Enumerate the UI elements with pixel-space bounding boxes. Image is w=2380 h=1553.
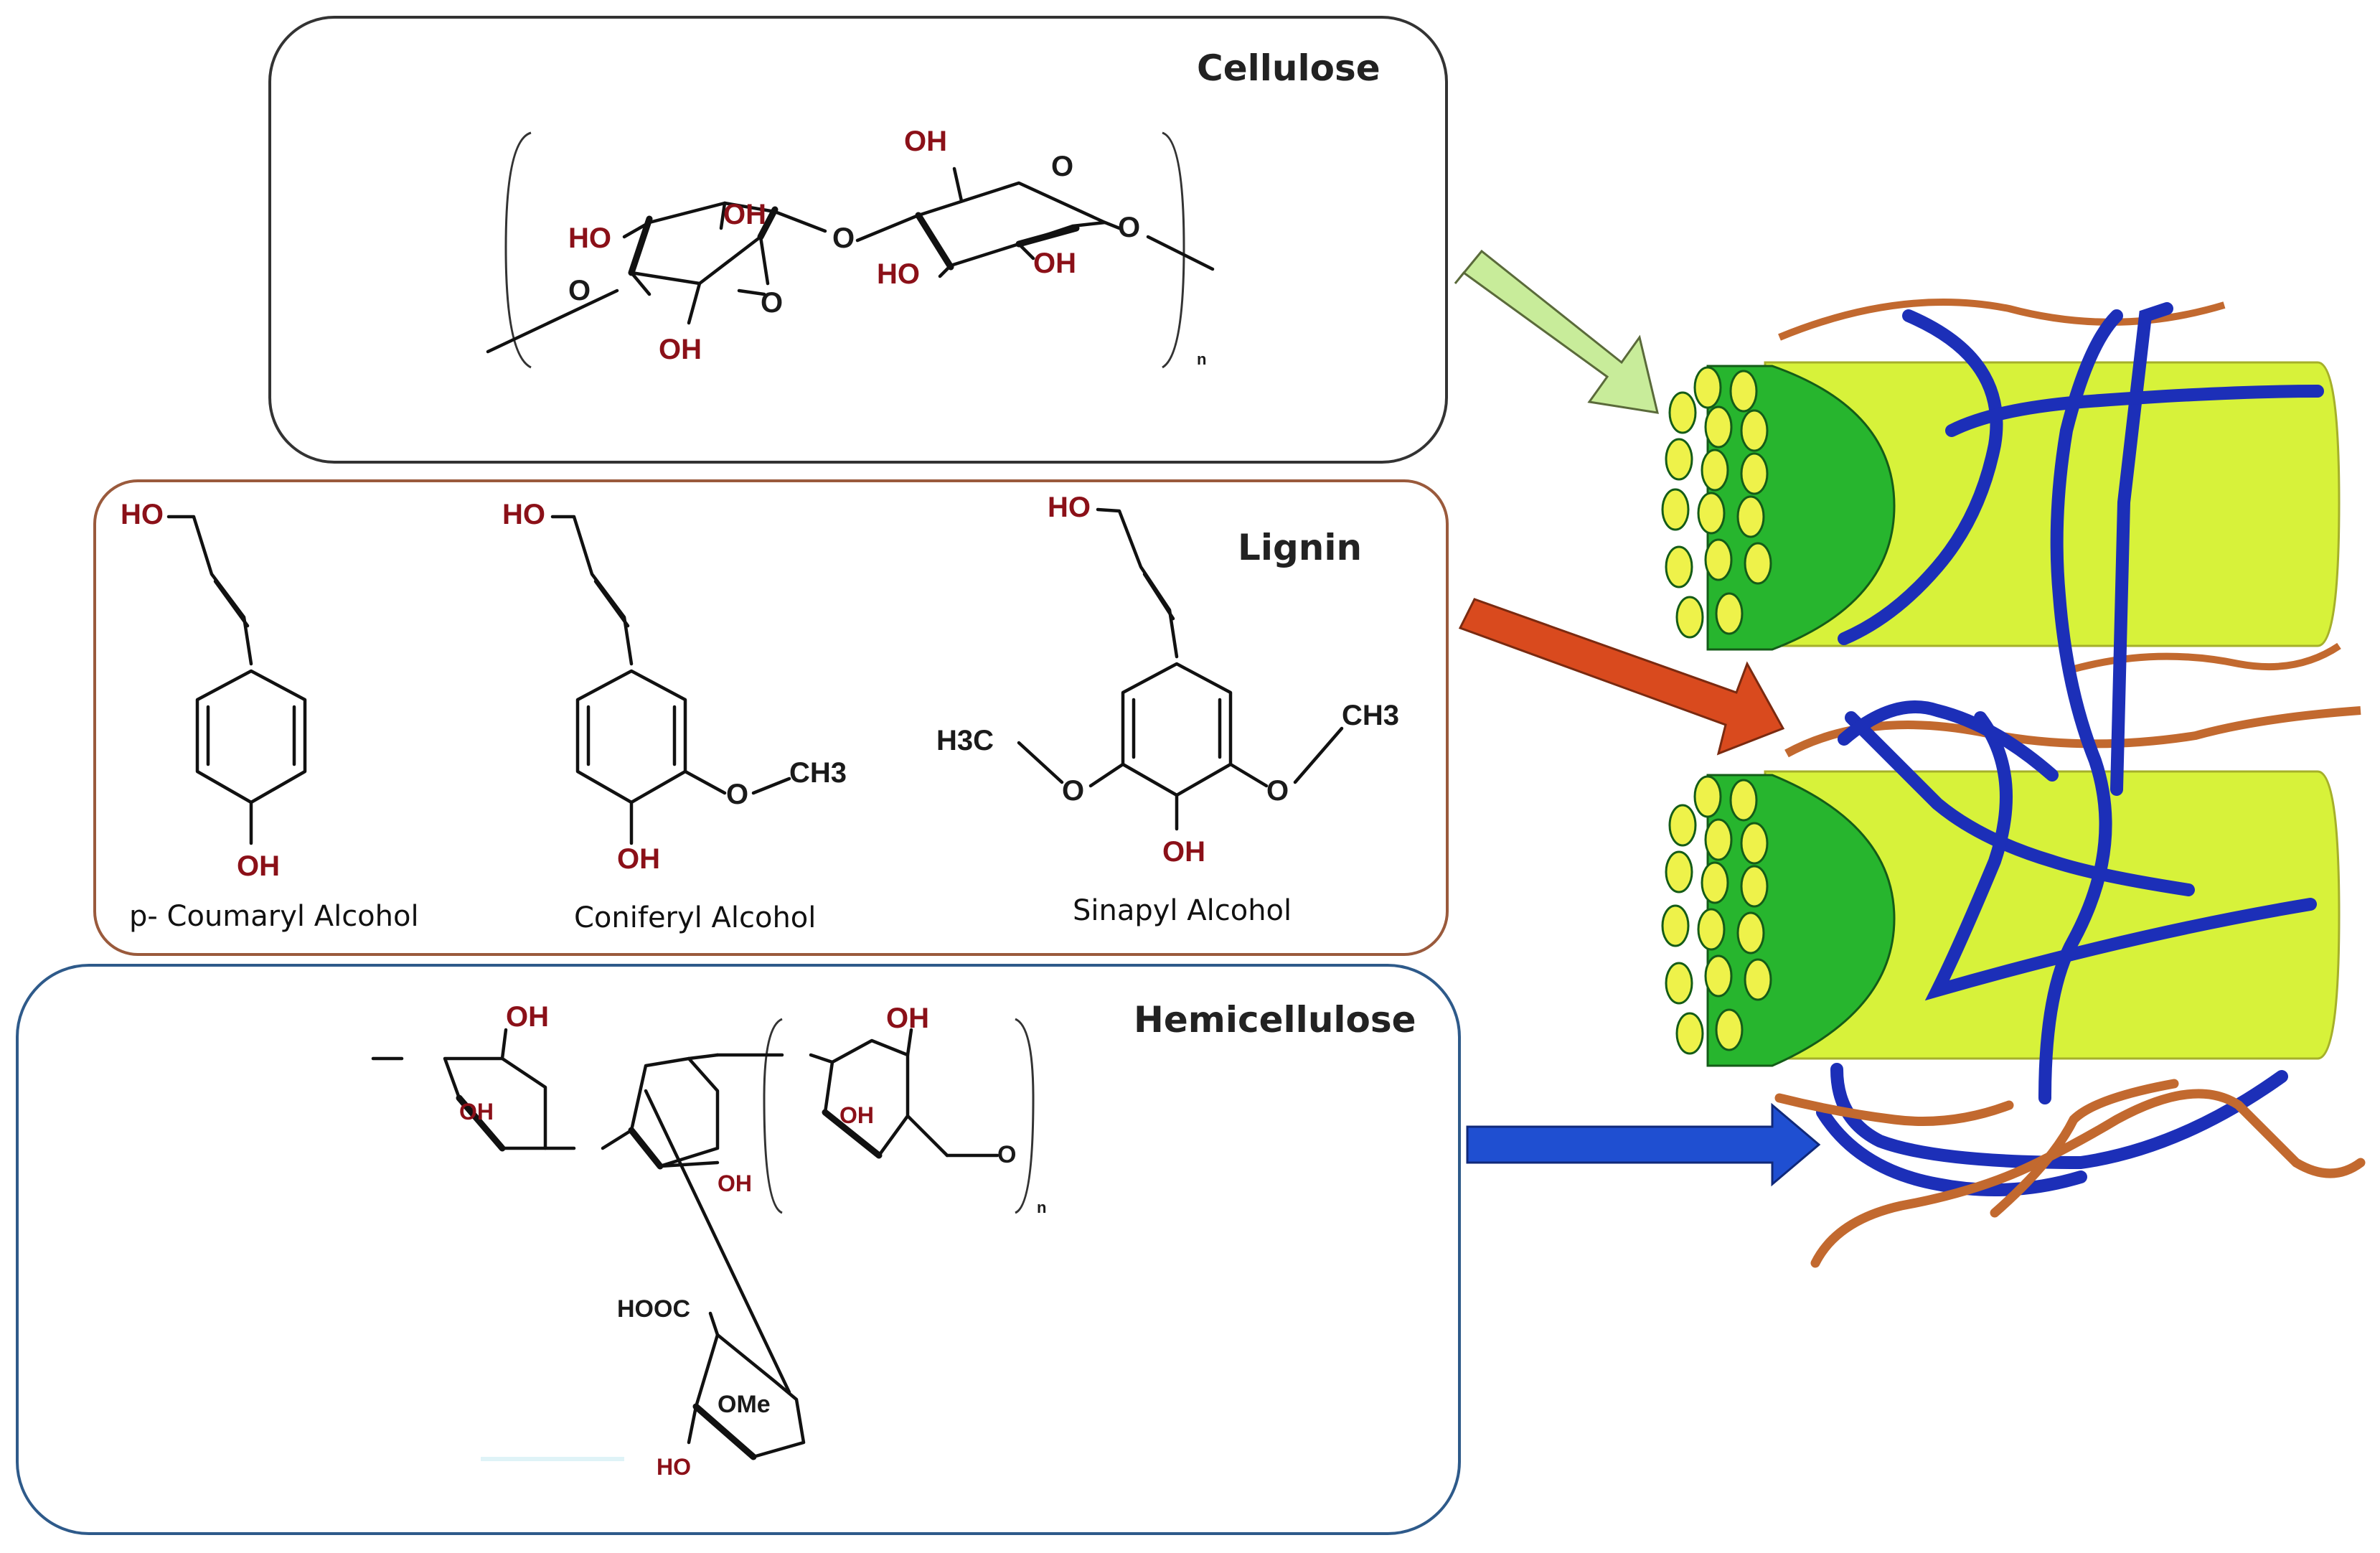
svg-text:CH3: CH3 <box>1342 700 1399 731</box>
svg-text:O: O <box>1062 775 1084 807</box>
cell-wall-illustration <box>1661 299 2366 1268</box>
p-coumaryl-alcohol-structure: HO OH p- Coumaryl Alcohol <box>121 499 419 933</box>
svg-text:HO: HO <box>657 1454 691 1480</box>
coniferyl-alcohol-structure: HO O CH3 OH Coniferyl Alcohol <box>502 499 847 934</box>
svg-text:OMe: OMe <box>718 1391 771 1418</box>
svg-text:O: O <box>1118 212 1140 243</box>
svg-text:O: O <box>1266 775 1289 807</box>
lignin-title: Lignin <box>1238 527 1362 568</box>
hemicellulose-panel: Hemicellulose n OH OH OH OH OH O HOOC <box>16 964 1461 1535</box>
svg-text:HO: HO <box>877 258 920 290</box>
hemicellulose-title: Hemicellulose <box>1134 999 1416 1041</box>
cellulose-panel: Cellulose n HO OH OH O O O OH HO <box>268 16 1448 464</box>
svg-text:HO: HO <box>1048 492 1091 523</box>
svg-text:OH: OH <box>237 850 280 882</box>
svg-text:HO: HO <box>568 222 611 254</box>
svg-text:OH: OH <box>723 199 766 230</box>
svg-text:O: O <box>568 275 591 306</box>
svg-text:O: O <box>832 222 855 254</box>
sinapyl-alcohol-label: Sinapyl Alcohol <box>1073 894 1292 927</box>
svg-text:OH: OH <box>506 1001 549 1033</box>
svg-text:H3C: H3C <box>936 725 994 756</box>
lignin-panel: Lignin HO OH p- Coumaryl Alcohol HO O C <box>93 479 1449 956</box>
svg-text:OH: OH <box>459 1099 494 1125</box>
sinapyl-alcohol-structure: HO O O H3C CH3 OH Sinapyl Alcohol <box>936 492 1399 927</box>
svg-text:OH: OH <box>1162 836 1205 868</box>
svg-text:HO: HO <box>502 499 545 530</box>
coniferyl-alcohol-label: Coniferyl Alcohol <box>574 901 816 934</box>
svg-text:OH: OH <box>886 1003 929 1034</box>
cellulose-arrow <box>1454 249 1659 414</box>
svg-text:O: O <box>726 779 748 810</box>
svg-text:OH: OH <box>839 1102 874 1128</box>
svg-text:HO: HO <box>121 499 164 530</box>
svg-text:OH: OH <box>1033 248 1076 279</box>
svg-text:n: n <box>1037 1198 1046 1216</box>
svg-text:OH: OH <box>659 334 702 365</box>
svg-text:O: O <box>997 1141 1016 1168</box>
svg-text:n: n <box>1197 350 1206 368</box>
svg-text:OH: OH <box>718 1170 752 1196</box>
hemicellulose-arrow <box>1466 1102 1821 1187</box>
svg-text:OH: OH <box>617 843 660 875</box>
lignin-arrow <box>1458 598 1785 756</box>
svg-text:O: O <box>761 287 783 319</box>
svg-text:O: O <box>1051 151 1073 182</box>
svg-text:HOOC: HOOC <box>617 1295 690 1323</box>
cellulose-title: Cellulose <box>1197 47 1381 89</box>
svg-text:OH: OH <box>904 126 947 157</box>
p-coumaryl-alcohol-label: p- Coumaryl Alcohol <box>129 900 419 933</box>
svg-text:CH3: CH3 <box>789 757 847 789</box>
